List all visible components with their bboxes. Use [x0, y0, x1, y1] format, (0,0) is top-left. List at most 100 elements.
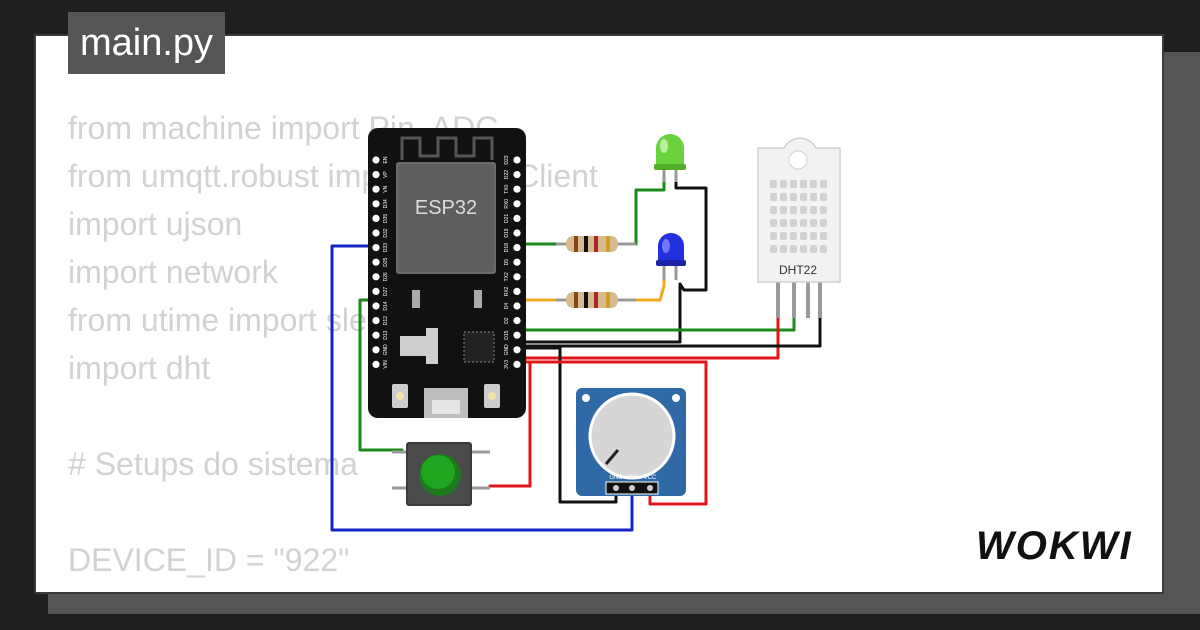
dht-vent [820, 180, 827, 188]
esp-pin[interactable] [372, 317, 380, 325]
esp-pin-label: D19 [504, 228, 510, 237]
esp-pin[interactable] [513, 156, 521, 164]
esp-pin-label: GND [504, 344, 510, 356]
esp-pin[interactable] [513, 346, 521, 354]
dht-vent [770, 219, 777, 227]
esp-pin[interactable] [372, 360, 380, 368]
esp-pin[interactable] [513, 302, 521, 310]
esp-pin-label: D13 [383, 330, 389, 339]
esp-pin[interactable] [372, 171, 380, 179]
dht22-sensor-icon[interactable]: DHT22 [757, 137, 841, 318]
dht-vent [790, 206, 797, 214]
esp-pin-label: D21 [504, 214, 510, 223]
dht-vent [770, 206, 777, 214]
esp-pin[interactable] [372, 185, 380, 193]
dht-vent [800, 193, 807, 201]
esp-pin[interactable] [513, 200, 521, 208]
esp-pin-label: RX2 [504, 286, 510, 296]
esp-pin[interactable] [372, 346, 380, 354]
esp-pin-label: D22 [504, 170, 510, 179]
esp-pin[interactable] [372, 273, 380, 281]
wire-red-pot[interactable] [528, 360, 708, 506]
esp-pin-label: D18 [504, 243, 510, 252]
led-green-icon[interactable] [654, 134, 686, 182]
esp-left-pins: ENVPVND34D35D32D33D25D26D27D14D12D13GNDV… [372, 156, 389, 369]
wire-black-dht[interactable] [514, 316, 822, 348]
esp-pin-label: D27 [383, 287, 389, 296]
wire-red-dht[interactable] [514, 316, 780, 360]
wire-black-pot[interactable] [514, 346, 618, 504]
esp-pin[interactable] [513, 214, 521, 222]
esp-pin[interactable] [513, 185, 521, 193]
resistor-2[interactable] [556, 292, 636, 308]
esp-pin[interactable] [513, 229, 521, 237]
wire-green-led-2[interactable] [628, 176, 666, 246]
pot-pin-vcc: VCC [644, 475, 657, 481]
dht-vent [780, 232, 787, 240]
esp-pin[interactable] [513, 331, 521, 339]
esp-pin-label: D12 [383, 316, 389, 325]
esp-pin-label: GND [383, 344, 389, 356]
esp-pin-label: D32 [383, 228, 389, 237]
code-line: import dht [68, 350, 211, 386]
dht-vent [780, 193, 787, 201]
dht-vent [810, 206, 817, 214]
dht-vent [820, 245, 827, 253]
dht-vent [800, 206, 807, 214]
esp-pin-label: RX0 [504, 199, 510, 209]
esp-pin[interactable] [372, 258, 380, 266]
code-line: # Setups do sistema [68, 446, 358, 482]
dht-vent [820, 206, 827, 214]
esp-pin-label: D34 [383, 199, 389, 208]
esp-pin[interactable] [513, 273, 521, 281]
wire-orange-2[interactable] [628, 272, 666, 302]
esp-pin[interactable] [372, 244, 380, 252]
esp-pin[interactable] [372, 331, 380, 339]
esp-pin[interactable] [372, 229, 380, 237]
esp-pin-label: TX0 [504, 184, 510, 193]
esp-pin-label: D14 [383, 301, 389, 310]
pot-pin-gnd: GND [609, 475, 623, 481]
dht-vent [810, 245, 817, 253]
led-blue-icon[interactable] [656, 233, 686, 280]
code-line: DEVICE_ID = "922" [68, 542, 350, 578]
esp-pin[interactable] [513, 244, 521, 252]
esp-pin[interactable] [513, 171, 521, 179]
dht-vent [810, 219, 817, 227]
resistor-1[interactable] [556, 236, 636, 252]
esp-pin[interactable] [372, 200, 380, 208]
esp-pin[interactable] [372, 287, 380, 295]
esp-pin-label: D26 [383, 272, 389, 281]
dht-vent [800, 245, 807, 253]
dht-vent [780, 219, 787, 227]
esp-pin[interactable] [372, 302, 380, 310]
esp-pin[interactable] [513, 287, 521, 295]
potentiometer-icon[interactable]: GND SIG VCC [576, 388, 686, 496]
esp32-board[interactable]: ESP32 ENVPVND34D35D32D33D25D26D27D14D12D… [368, 128, 526, 418]
esp-pin[interactable] [513, 258, 521, 266]
esp-right-pins: D23D22TX0RX0D21D19D18D5TX2RX2D4D2D15GND3… [504, 155, 521, 369]
esp-pin[interactable] [372, 214, 380, 222]
esp-pin[interactable] [372, 156, 380, 164]
dht-vent [770, 232, 777, 240]
dht-vent [780, 180, 787, 188]
file-tab[interactable]: main.py [68, 12, 226, 74]
wire-green-dht[interactable] [514, 316, 796, 332]
esp-pin[interactable] [513, 360, 521, 368]
dht-vent [800, 219, 807, 227]
dht-vent [810, 180, 817, 188]
esp-pin-label: TX2 [504, 272, 510, 281]
pushbutton-icon[interactable] [392, 442, 490, 506]
esp32-label: ESP32 [415, 197, 477, 219]
wire-blue[interactable] [330, 244, 634, 532]
wire-black-leds[interactable] [514, 176, 708, 344]
esp-pin-label: 3V3 [504, 360, 510, 369]
esp-pin-label: D15 [504, 330, 510, 339]
esp-pin[interactable] [513, 317, 521, 325]
wires [330, 176, 822, 532]
dht-vent [770, 180, 777, 188]
esp-pin-label: D4 [504, 303, 510, 310]
dht-vent [780, 245, 787, 253]
dht-vent [790, 219, 797, 227]
